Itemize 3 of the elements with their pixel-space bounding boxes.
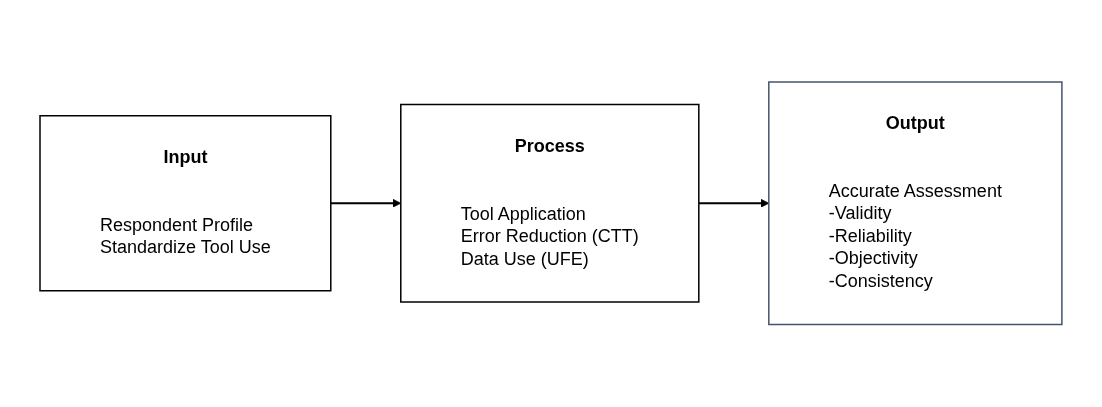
node-box: Process Tool Application Error Reduction (CTT) Data Use (UFE) <box>400 104 700 303</box>
node-box: Input Respondent Profile Standardize Tool Use <box>39 115 332 292</box>
node-box: Output Accurate Assessment -Validity -Reliability -Objectivity -Consistency <box>768 81 1063 326</box>
